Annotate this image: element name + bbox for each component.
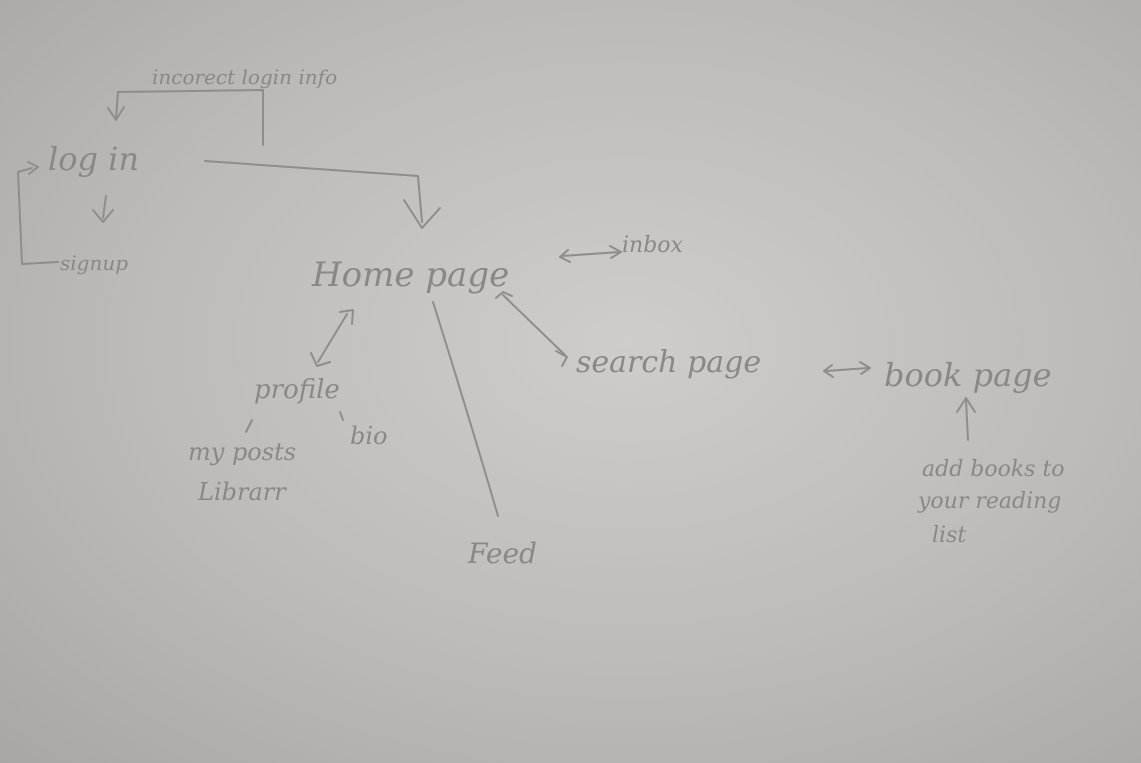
- profile-node: profile: [254, 375, 340, 405]
- home-search-arrow: [502, 294, 566, 356]
- login-home-arrow: [204, 160, 423, 223]
- reading-list-line1: add books to: [922, 457, 1065, 482]
- library-node: Librarr: [197, 478, 287, 506]
- search-book-arrow: [825, 367, 869, 372]
- login-node: log in: [48, 140, 139, 178]
- my-posts-node: my posts: [188, 438, 296, 466]
- incorrect-login-arrow: [115, 89, 264, 146]
- incorrect-login-label: incorect login info: [152, 65, 337, 89]
- signup-login-loop: [17, 167, 59, 265]
- book-page-node: book page: [884, 356, 1052, 394]
- home-feed-line: [432, 301, 499, 517]
- home-profile-arrow: [317, 313, 348, 363]
- connectors: [17, 89, 976, 517]
- home-page-node: Home page: [311, 255, 509, 295]
- labels: incorect login info log in signup Home p…: [48, 65, 1065, 570]
- inbox-node: inbox: [622, 233, 684, 258]
- home-inbox-arrow: [561, 251, 621, 257]
- signup-node: signup: [60, 251, 128, 275]
- reading-list-line3: list: [932, 523, 966, 548]
- reading-book-arrow: [965, 399, 969, 441]
- feed-node: Feed: [467, 537, 537, 570]
- search-page-node: search page: [576, 345, 761, 380]
- login-signup-arrow: [102, 195, 107, 219]
- bio-node: bio: [350, 422, 388, 450]
- reading-list-line2: your reading: [917, 489, 1061, 514]
